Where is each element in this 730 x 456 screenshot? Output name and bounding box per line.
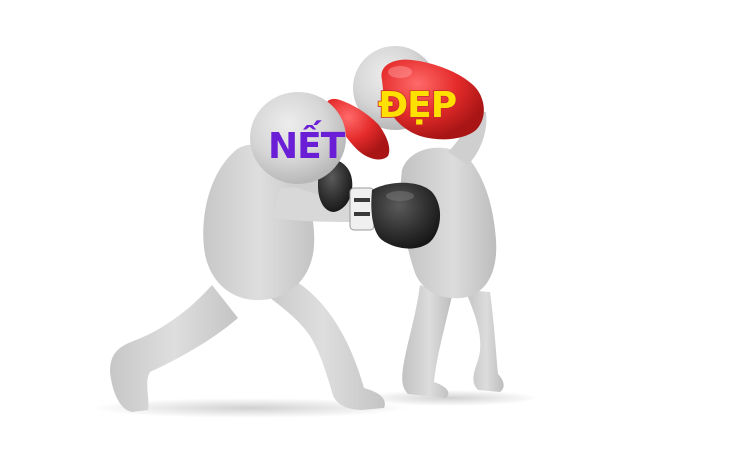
left-head-label: NẾT [268, 120, 346, 167]
right-boxer-torso [400, 147, 497, 299]
right-head-label: ĐẸP [378, 85, 456, 126]
right-boxer-figure [326, 46, 504, 398]
ground-shadow [90, 398, 410, 418]
red-boxing-glove-icon [326, 98, 390, 160]
right-boxer-back-leg [465, 290, 504, 392]
right-boxer-front-leg [402, 285, 452, 398]
left-boxer-head [250, 92, 346, 184]
red-boxing-glove-icon [381, 59, 484, 140]
left-boxer-figure [110, 92, 441, 412]
ground-shadow [360, 390, 540, 406]
left-boxer-front-leg [260, 272, 385, 410]
left-boxer-back-leg [110, 285, 238, 412]
black-boxing-glove-icon [349, 182, 441, 249]
